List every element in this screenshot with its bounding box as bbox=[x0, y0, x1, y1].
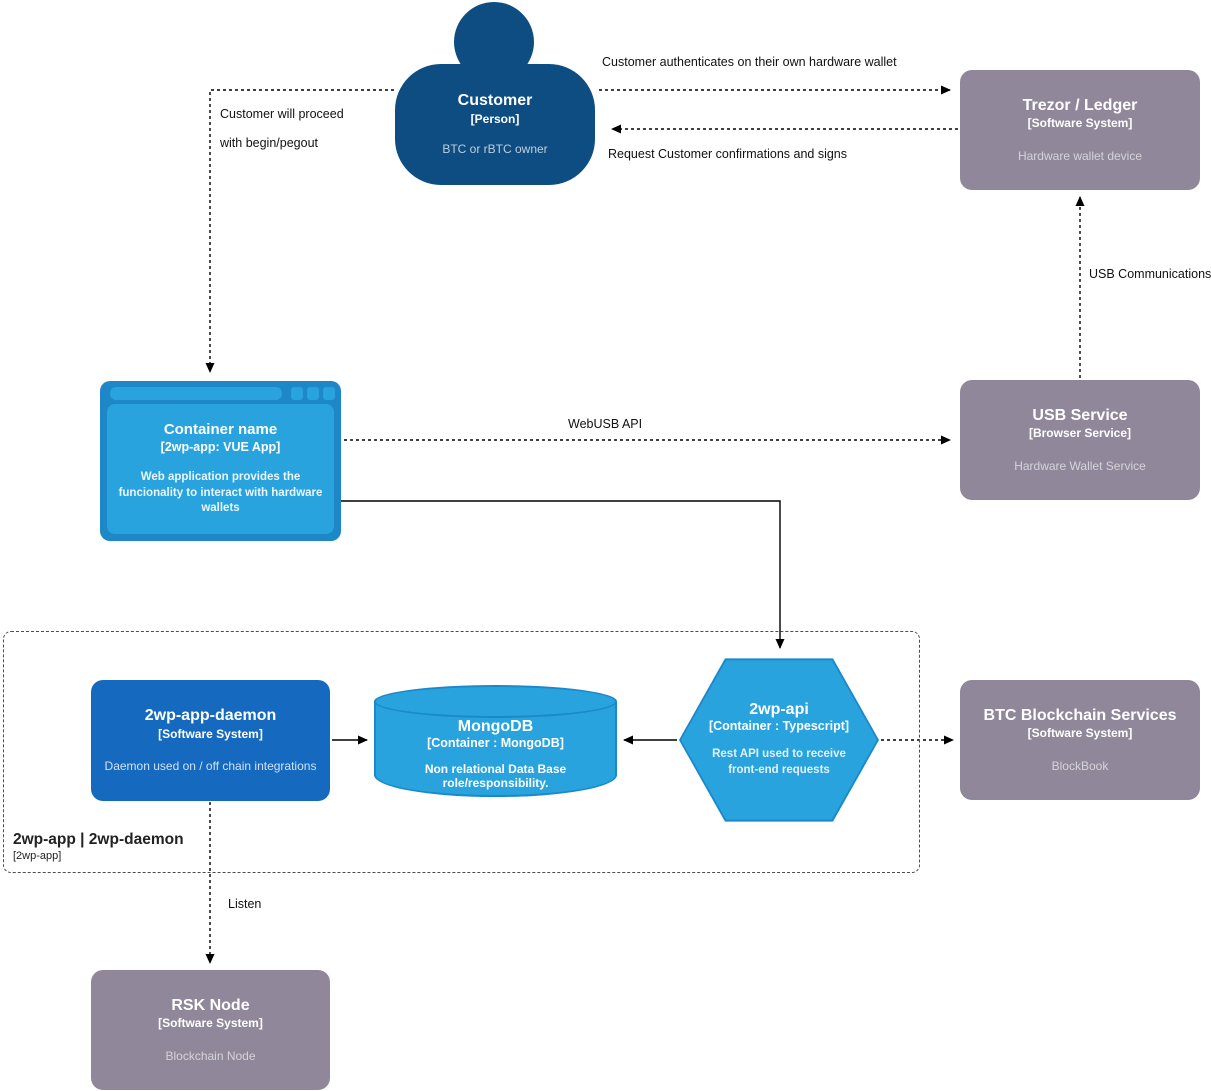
node-trezor-title: Trezor / Ledger bbox=[1022, 96, 1138, 114]
edge-label-confirm: Request Customer confirmations and signs bbox=[606, 147, 850, 161]
node-api-desc: Rest API used to receive front-end reque… bbox=[712, 748, 846, 776]
node-webapp-container[interactable]: Container name [2wp-app: VUE App] Web ap… bbox=[100, 381, 341, 541]
boundary-label: 2wp-app | 2wp-daemon [2wp-app] bbox=[13, 831, 184, 862]
node-rsk-title: RSK Node bbox=[171, 996, 250, 1014]
node-btc-subtitle: [Software System] bbox=[1027, 726, 1133, 741]
edge-proceed bbox=[205, 89, 394, 373]
node-api-title: 2wp-api bbox=[749, 701, 809, 719]
edge-label-listen: Listen bbox=[226, 897, 264, 911]
edge-label-usb-comm: USB Communications bbox=[1087, 267, 1211, 281]
node-mongodb-title: MongoDB bbox=[457, 718, 534, 735]
node-customer-title: Customer bbox=[457, 92, 533, 110]
browser-button-icon bbox=[291, 387, 303, 400]
node-usb-title: USB Service bbox=[1032, 406, 1128, 424]
node-trezor-ledger[interactable]: Trezor / Ledger [Software System] Hardwa… bbox=[960, 70, 1200, 190]
mongodb-text: MongoDB [Container : MongoDB] Non relati… bbox=[374, 715, 617, 793]
edge-webapp-api bbox=[341, 500, 785, 649]
node-webapp-subtitle: [2wp-app: VUE App] bbox=[160, 440, 281, 455]
node-btc-title: BTC Blockchain Services bbox=[983, 706, 1177, 724]
api-text: 2wp-api [Container : Typescript] Rest AP… bbox=[679, 655, 879, 825]
cylinder-top bbox=[374, 685, 617, 718]
node-customer-subtitle: [Person] bbox=[470, 111, 520, 126]
browser-address-bar bbox=[110, 387, 282, 400]
node-btc-desc: BlockBook bbox=[1051, 758, 1109, 773]
node-customer[interactable]: Customer [Person] BTC or rBTC owner bbox=[395, 64, 595, 185]
browser-content: Container name [2wp-app: VUE App] Web ap… bbox=[107, 404, 334, 534]
node-daemon[interactable]: 2wp-app-daemon [Software System] Daemon … bbox=[91, 680, 330, 801]
boundary-title: 2wp-app | 2wp-daemon bbox=[13, 831, 184, 848]
node-webapp-title: Container name bbox=[163, 421, 278, 439]
boundary-2wp-app[interactable]: 2wp-app | 2wp-daemon [2wp-app] bbox=[3, 631, 920, 873]
node-rsk[interactable]: RSK Node [Software System] Blockchain No… bbox=[91, 970, 330, 1090]
node-trezor-subtitle: [Software System] bbox=[1027, 116, 1133, 131]
edge-label-proceed-1: Customer will proceed bbox=[218, 107, 346, 121]
node-daemon-subtitle: [Software System] bbox=[158, 726, 263, 741]
hexagon-fill bbox=[681, 660, 877, 820]
edge-label-auth: Customer authenticates on their own hard… bbox=[600, 55, 899, 69]
boundary-subtitle: [2wp-app] bbox=[13, 850, 62, 862]
node-daemon-desc: Daemon used on / off chain integrations bbox=[104, 759, 317, 774]
node-daemon-title: 2wp-app-daemon bbox=[144, 707, 277, 725]
node-usb-desc: Hardware Wallet Service bbox=[1014, 458, 1146, 473]
node-mongodb-desc: Non relational Data Base role/responsibi… bbox=[424, 762, 567, 790]
node-customer-desc: BTC or rBTC owner bbox=[442, 142, 548, 157]
edge-label-webusb: WebUSB API bbox=[566, 417, 645, 431]
node-trezor-desc: Hardware wallet device bbox=[1017, 148, 1143, 163]
node-rsk-desc: Blockchain Node bbox=[165, 1048, 256, 1063]
node-api-subtitle: [Container : Typescript] bbox=[708, 719, 850, 734]
node-api[interactable]: 2wp-api [Container : Typescript] Rest AP… bbox=[679, 655, 879, 825]
node-rsk-subtitle: [Software System] bbox=[158, 1016, 263, 1031]
browser-button-icon bbox=[323, 387, 335, 400]
node-btc-services[interactable]: BTC Blockchain Services [Software System… bbox=[960, 680, 1200, 800]
node-mongodb[interactable]: MongoDB [Container : MongoDB] Non relati… bbox=[374, 685, 617, 797]
edge-label-proceed-2: with begin/pegout bbox=[218, 136, 320, 150]
browser-button-icon bbox=[307, 387, 319, 400]
node-usb-service[interactable]: USB Service [Browser Service] Hardware W… bbox=[960, 380, 1200, 500]
node-webapp-desc: Web application provides the funcionalit… bbox=[118, 471, 323, 515]
node-usb-subtitle: [Browser Service] bbox=[1028, 426, 1132, 441]
node-mongodb-subtitle: [Container : MongoDB] bbox=[427, 736, 564, 750]
